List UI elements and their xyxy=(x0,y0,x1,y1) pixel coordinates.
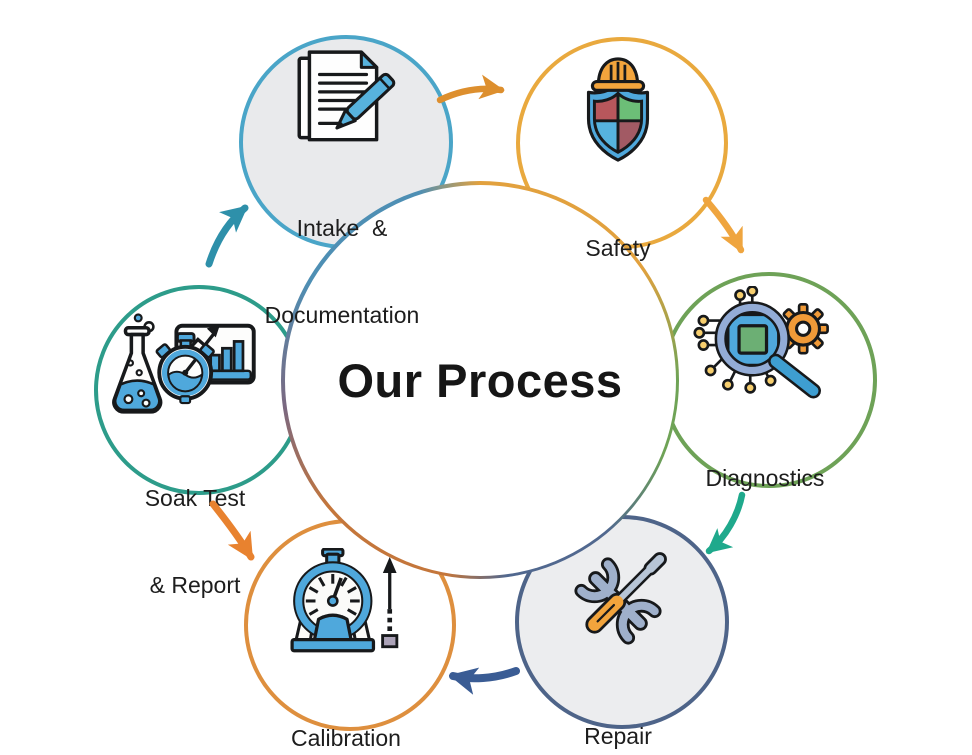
hard-hat-shield-icon xyxy=(586,57,650,162)
node-label-soak-test: Soak Test & Report xyxy=(144,484,246,598)
arrow-repair-to-calibration xyxy=(448,667,520,695)
node-diagnostics: Diagnostics xyxy=(662,286,868,551)
document-pen-icon xyxy=(297,50,396,142)
wrench-screwdriver-icon xyxy=(574,552,667,645)
center-circle-ring: Our Process xyxy=(281,181,679,579)
node-label-calibration: Calibration xyxy=(291,724,401,751)
center-circle: Our Process xyxy=(284,184,676,576)
node-intake-documentation: Intake & Documentation xyxy=(239,48,445,388)
arrow-intake-to-safety xyxy=(436,74,505,104)
node-label-repair: Repair xyxy=(584,722,652,749)
flask-stopwatch-chart-icon xyxy=(112,313,256,414)
node-repair: Repair xyxy=(516,548,720,755)
node-safety: Safety xyxy=(516,54,720,321)
node-soak-test-report: Soak Test & Report xyxy=(95,298,295,658)
node-label-safety: Safety xyxy=(585,234,651,261)
node-label-diagnostics: Diagnostics xyxy=(705,464,825,491)
node-label-intake: Intake & Documentation xyxy=(264,214,420,328)
pressure-gauge-icon xyxy=(290,548,399,653)
circuit-magnifier-gear-icon xyxy=(693,286,829,399)
node-calibration: Calibration xyxy=(245,548,447,755)
diagram-title: Our Process xyxy=(337,353,623,407)
